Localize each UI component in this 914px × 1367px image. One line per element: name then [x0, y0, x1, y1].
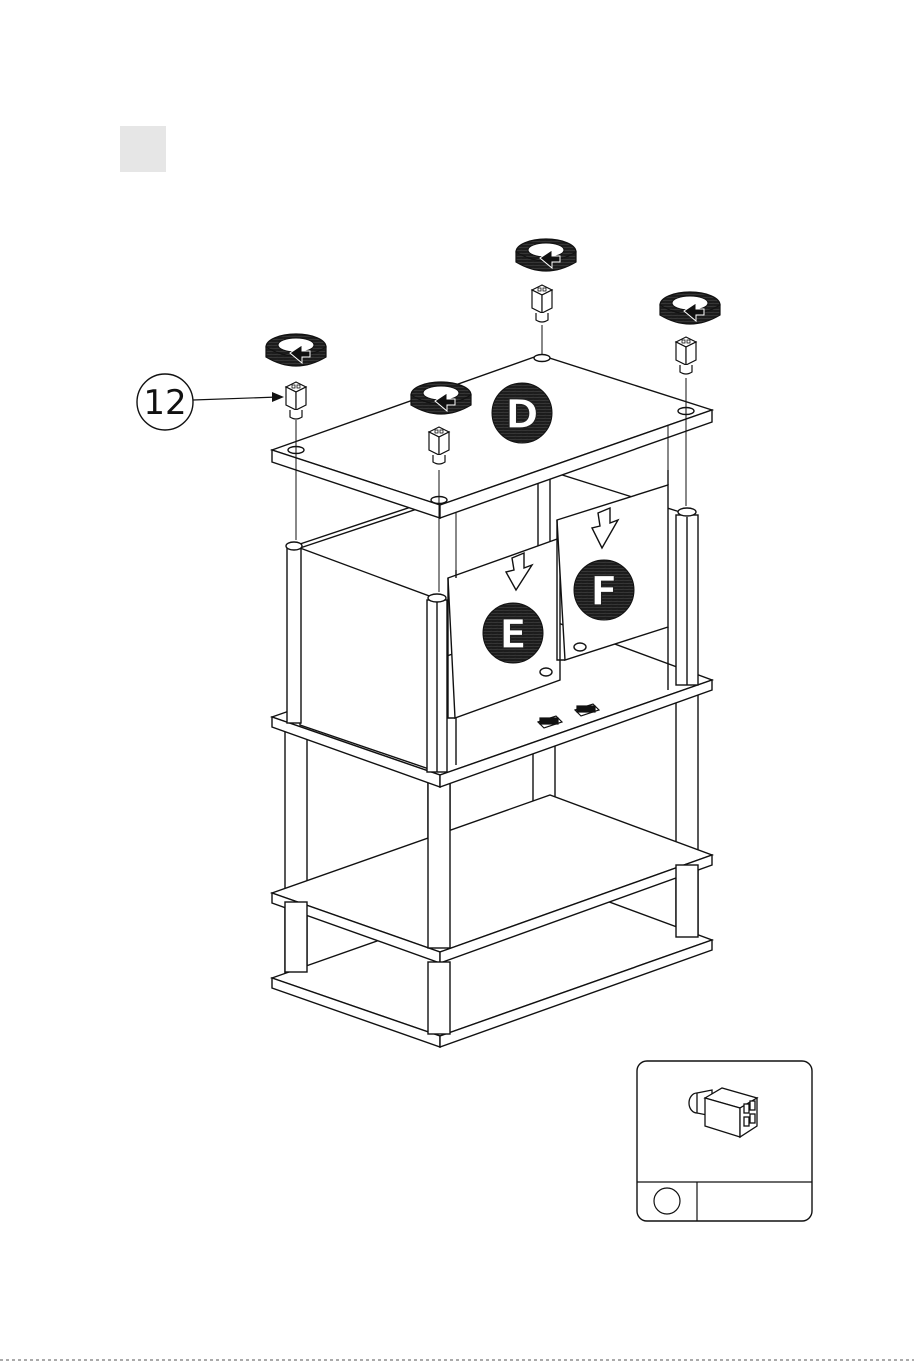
connector-icon	[286, 382, 306, 419]
label-d-text: D	[505, 392, 538, 438]
rotate-arrow-icon	[411, 382, 471, 414]
part-callout: 12	[137, 374, 284, 430]
label-e: E	[483, 603, 543, 663]
upright-left	[287, 548, 301, 723]
connector-icon	[532, 285, 552, 322]
label-e-text: E	[499, 612, 526, 658]
label-d: D	[492, 383, 552, 443]
rotate-arrow-icon	[266, 334, 326, 366]
rotate-arrow-icon	[516, 239, 576, 271]
part-number-circle	[654, 1188, 680, 1214]
rotate-arrow-icon	[660, 292, 720, 324]
label-f: F	[574, 560, 634, 620]
connector-icon	[676, 337, 696, 374]
parts-box	[637, 1061, 812, 1221]
label-f-text: F	[590, 569, 617, 615]
step-number-box	[120, 126, 166, 172]
callout-number: 12	[143, 383, 186, 423]
